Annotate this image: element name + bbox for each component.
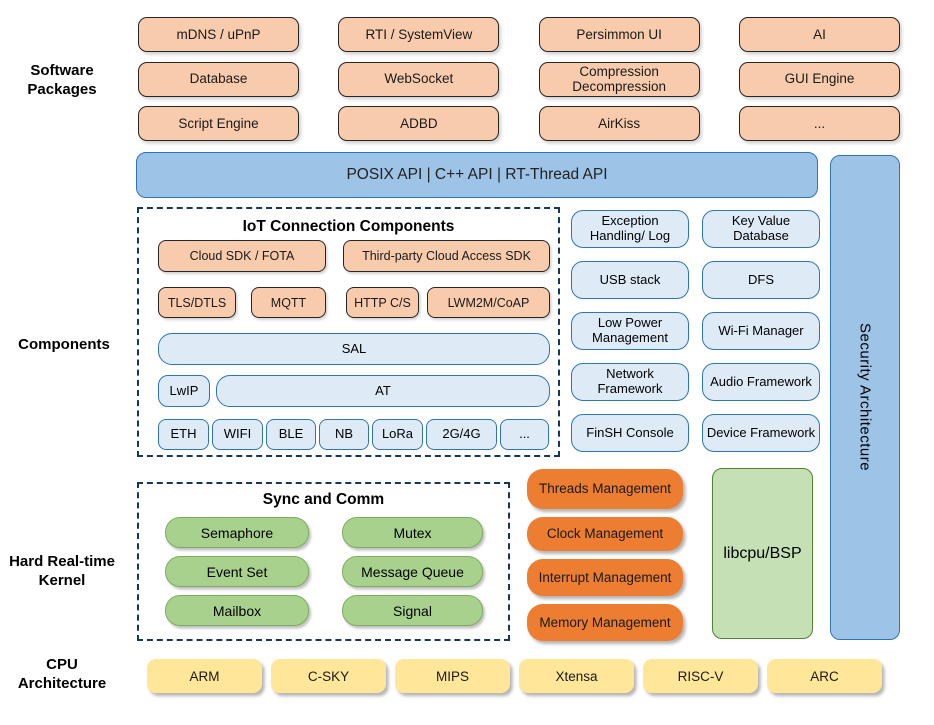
box-risc-v: RISC-V xyxy=(643,659,758,693)
box-sal: SAL xyxy=(158,333,550,365)
box-mqtt: MQTT xyxy=(251,287,326,318)
box-finsh-console: FinSH Console xyxy=(571,414,689,452)
pkg-box-rti-systemview: RTI / SystemView xyxy=(338,17,500,52)
box-wifi: WIFI xyxy=(212,419,263,450)
pkg-box-script-engine: Script Engine xyxy=(138,106,299,141)
box-eth: ETH xyxy=(158,419,209,450)
box-c-sky: C-SKY xyxy=(271,659,386,693)
pkg-box-persimmon-ui: Persimmon UI xyxy=(538,17,700,52)
software-packages-grid: mDNS / uPnP RTI / SystemView Persimmon U… xyxy=(138,17,900,141)
iot-connection-components-box: IoT Connection Components Cloud SDK / FO… xyxy=(137,207,560,457)
box-http-cs: HTTP C/S xyxy=(346,287,419,318)
box-lwip: LwIP xyxy=(158,375,210,407)
box-more-interfaces: ... xyxy=(500,419,549,450)
box-usb-stack: USB stack xyxy=(571,261,689,299)
pill-signal: Signal xyxy=(342,595,483,626)
box-interrupt-management: Interrupt Management xyxy=(527,559,683,596)
pkg-box-gui-engine: GUI Engine xyxy=(738,61,900,97)
box-libcpu-bsp: libcpu/BSP xyxy=(712,468,813,639)
sync-and-comm-box: Sync and Comm Semaphore Mutex Event Set … xyxy=(137,482,510,641)
box-network-framework: Network Framework xyxy=(571,363,689,401)
sync-and-comm-title: Sync and Comm xyxy=(262,491,385,508)
box-cloud-sdk-fota: Cloud SDK / FOTA xyxy=(158,240,326,272)
box-ble: BLE xyxy=(266,419,316,450)
box-thirdparty-cloud-sdk: Third-party Cloud Access SDK xyxy=(343,240,550,272)
pill-mutex: Mutex xyxy=(342,517,483,548)
sync-pill-grid: Semaphore Mutex Event Set Message Queue … xyxy=(165,517,483,626)
box-clock-management: Clock Management xyxy=(527,517,683,551)
box-low-power-management: Low Power Management xyxy=(571,312,689,350)
components-right-grid: Exception Handling/ Log Key Value Databa… xyxy=(571,210,820,452)
box-lwm2m-coap: LWM2M/CoAP xyxy=(427,287,550,318)
box-audio-framework: Audio Framework xyxy=(702,363,820,401)
kernel-management-stack: Threads Management Clock Management Inte… xyxy=(527,469,683,641)
api-bar: POSIX API | C++ API | RT-Thread API xyxy=(136,152,818,198)
box-nb: NB xyxy=(319,419,369,450)
interface-row: ETH WIFI BLE NB LoRa 2G/4G ... xyxy=(158,419,549,450)
box-arm: ARM xyxy=(147,659,262,693)
pill-mailbox: Mailbox xyxy=(165,595,309,626)
security-architecture-bar: Security Architecture xyxy=(830,155,900,640)
pill-event-set: Event Set xyxy=(165,556,309,587)
box-lora: LoRa xyxy=(372,419,423,450)
box-threads-management: Threads Management xyxy=(527,469,683,509)
box-wifi-manager: Wi-Fi Manager xyxy=(702,312,820,350)
pill-message-queue: Message Queue xyxy=(342,556,483,587)
section-label-kernel: Hard Real-time Kernel xyxy=(9,553,115,589)
box-exception-handling-log: Exception Handling/ Log xyxy=(571,210,689,248)
pkg-box-adbd: ADBD xyxy=(338,106,500,141)
box-2g4g: 2G/4G xyxy=(426,419,497,450)
section-label-components: Components xyxy=(18,336,110,353)
pkg-box-compression: Compression Decompression xyxy=(538,61,700,97)
pkg-box-mdns-upnp: mDNS / uPnP xyxy=(138,17,299,52)
pill-semaphore: Semaphore xyxy=(165,517,309,548)
box-xtensa: Xtensa xyxy=(519,659,634,693)
box-dfs: DFS xyxy=(702,261,820,299)
box-arc: ARC xyxy=(767,659,882,693)
box-memory-management: Memory Management xyxy=(527,604,683,641)
pkg-box-database: Database xyxy=(138,61,299,97)
pkg-box-ai: AI xyxy=(738,17,900,52)
pkg-box-more: ... xyxy=(738,106,900,141)
security-architecture-label: Security Architecture xyxy=(856,323,874,472)
section-label-software-packages: Software Packages xyxy=(27,62,97,98)
box-at: AT xyxy=(216,375,550,407)
box-key-value-database: Key Value Database xyxy=(702,210,820,248)
box-tls-dtls: TLS/DTLS xyxy=(158,287,236,318)
section-label-cpu-architecture: CPU Architecture xyxy=(17,656,107,692)
iot-connection-components-title: IoT Connection Components xyxy=(242,218,455,235)
pkg-box-airkiss: AirKiss xyxy=(538,106,700,141)
box-device-framework: Device Framework xyxy=(702,414,820,452)
box-mips: MIPS xyxy=(395,659,510,693)
cpu-architecture-row: ARM C-SKY MIPS Xtensa RISC-V ARC xyxy=(147,659,882,693)
pkg-box-websocket: WebSocket xyxy=(338,61,500,97)
